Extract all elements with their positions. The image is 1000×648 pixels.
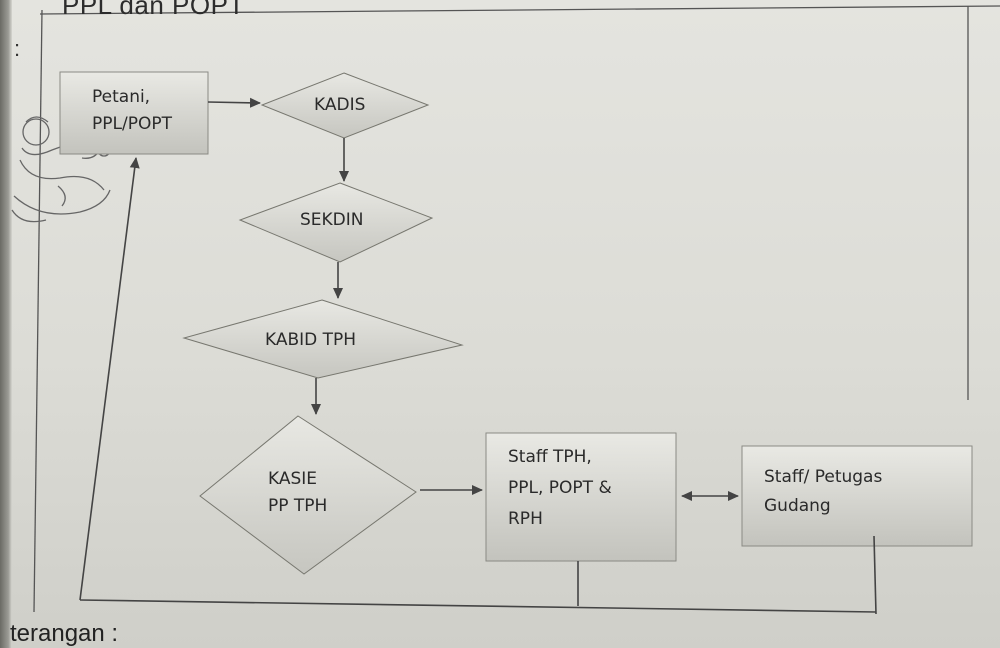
node-petani-label: Petani, PPL/POPT [92, 84, 172, 138]
node-kabid-diamond [182, 299, 464, 379]
node-kabid-label: KABID TPH [265, 330, 357, 350]
node-petani-box [59, 71, 209, 155]
left-margin-colon: : [14, 36, 21, 61]
node-kasie-label: KASIE PP TPH [268, 466, 327, 520]
node-gudang-line-1: Staff/ Petugas [764, 467, 883, 487]
node-sekdin-diamond [238, 182, 434, 263]
line-gudang-down [873, 535, 877, 615]
node-staff-tph-label: Staff TPH, PPL, POPT & RPH [508, 442, 612, 535]
node-kasie-diamond [199, 415, 417, 575]
arrow-petani-kadis [207, 97, 261, 108]
node-staff-tph-box [485, 432, 677, 562]
node-gudang-label: Staff/ Petugas Gudang [764, 463, 882, 521]
frame-lines [33, 5, 1000, 613]
connectors [79, 97, 877, 615]
node-sekdin-label: SEKDIN [300, 210, 364, 230]
node-gudang-box [741, 445, 973, 547]
page-shadow-edge [0, 0, 12, 648]
node-kasie-line-2: PP TPH [268, 496, 328, 516]
node-kadis-label: KADIS [314, 95, 366, 115]
node-staff-tph-line-1: Staff TPH, [508, 447, 592, 467]
arrow-return-to-petani [79, 157, 140, 601]
line-bottom-return [79, 599, 877, 613]
node-staff-tph-line-2: PPL, POPT & [508, 478, 612, 498]
node-petani-line-1: Petani, [92, 87, 151, 107]
node-kasie-line-1: KASIE [268, 469, 318, 489]
node-staff-tph-line-3: RPH [508, 509, 543, 529]
node-gudang-line-2: Gudang [764, 496, 831, 516]
node-petani-line-2: PPL/POPT [92, 114, 172, 134]
footer-keterangan-label: terangan : [10, 620, 119, 647]
page-header-title: PPL dan POPT [62, 0, 245, 20]
